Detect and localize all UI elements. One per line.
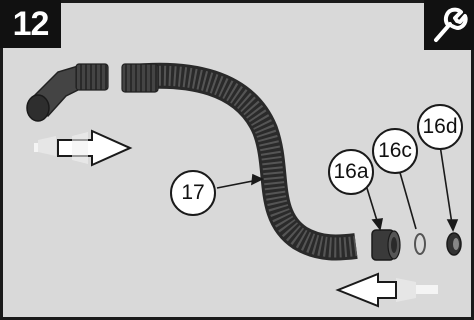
leader-arrowhead-connector bbox=[371, 218, 383, 231]
callout-seal-ring: 16d bbox=[417, 104, 463, 150]
callout-hose-label: 17 bbox=[181, 181, 205, 204]
o-ring-part bbox=[414, 233, 426, 255]
leader-arrowhead-seal-ring bbox=[446, 219, 459, 232]
wrench-icon bbox=[434, 7, 468, 42]
callout-o-ring-label: 16c bbox=[378, 139, 412, 162]
leader-arrowhead-hose bbox=[251, 173, 264, 186]
step-number-badge: 12 bbox=[0, 0, 61, 48]
elbow-nozzle bbox=[26, 63, 109, 122]
arrow-left-icon bbox=[335, 272, 438, 308]
leader-line-connector bbox=[365, 184, 379, 225]
tool-badge bbox=[424, 0, 474, 50]
callout-o-ring: 16c bbox=[372, 128, 418, 174]
callout-connector-label: 16a bbox=[333, 160, 369, 183]
callout-seal-ring-label: 16d bbox=[422, 115, 458, 138]
arrow-right-icon bbox=[34, 129, 133, 167]
callout-connector: 16a bbox=[328, 149, 374, 195]
hose-connector-part bbox=[371, 229, 401, 261]
step-number: 12 bbox=[12, 4, 50, 43]
callout-hose: 17 bbox=[170, 170, 216, 216]
seal-ring-part bbox=[446, 232, 462, 256]
leader-line-hose bbox=[216, 179, 259, 189]
corrugated-hose bbox=[121, 62, 358, 261]
